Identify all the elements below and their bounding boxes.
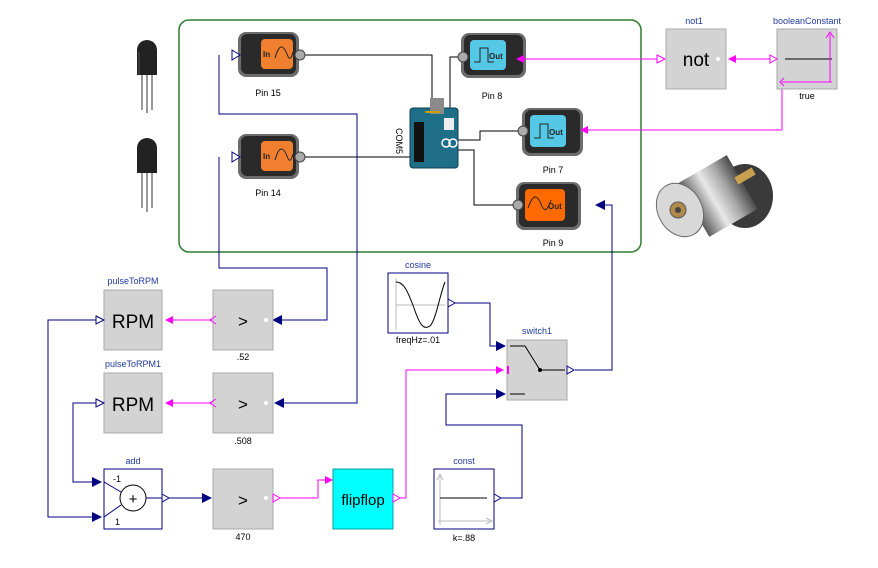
cosine-frequency: freqHz=.01 <box>396 335 440 345</box>
greater-block-1[interactable]: > <box>209 289 274 351</box>
greater-block-2[interactable]: > <box>209 372 274 434</box>
pin-15-block[interactable]: In <box>231 32 306 77</box>
boolean-constant-title: booleanConstant <box>773 16 842 26</box>
pin-9-label: Pin 9 <box>543 238 564 248</box>
const-block[interactable] <box>433 468 503 530</box>
switch1-title: switch1 <box>522 326 552 336</box>
pin-9-block[interactable]: Out <box>512 182 581 230</box>
pulse-to-rpm1-block[interactable]: RPM <box>95 372 163 434</box>
arduino-frame <box>178 19 642 253</box>
real-wires <box>47 55 613 522</box>
greater-block-3-symbol: > <box>238 491 248 510</box>
flipflop-label: flipflop <box>341 492 384 509</box>
svg-text:Out: Out <box>549 128 563 137</box>
not-block[interactable]: not <box>656 28 727 90</box>
transistor-icon <box>137 138 157 212</box>
pin-14-label: Pin 14 <box>255 188 281 198</box>
cosine-title: cosine <box>405 260 431 270</box>
pulse-to-rpm1-title: pulseToRPM1 <box>105 359 161 369</box>
transistor-icon <box>137 40 157 113</box>
greater-block-2-threshold: .508 <box>234 436 252 446</box>
pin-8-label: Pin 8 <box>482 91 503 101</box>
svg-text:Out: Out <box>548 202 562 211</box>
switch1-block[interactable] <box>506 339 576 401</box>
arduino-board-icon[interactable]: COM5 <box>394 98 459 169</box>
boolean-constant-block[interactable] <box>769 28 838 90</box>
boolean-constant-value: true <box>799 91 815 101</box>
dc-motor-icon <box>655 155 773 238</box>
not-block-label: not <box>683 50 710 71</box>
add-gain-top: -1 <box>113 474 121 484</box>
pin-8-block[interactable]: Out <box>457 33 526 78</box>
add-block-title: add <box>125 456 140 466</box>
svg-text:Out: Out <box>489 52 503 61</box>
not-block-title: not1 <box>685 16 703 26</box>
arduino-port-label: COM5 <box>394 128 404 154</box>
greater-block-1-threshold: .52 <box>237 352 250 362</box>
pulse-to-rpm1-label: RPM <box>112 395 154 416</box>
pulse-to-rpm-block[interactable]: RPM <box>95 289 163 351</box>
cosine-block[interactable] <box>387 272 457 334</box>
flipflop-block[interactable]: flipflop <box>332 468 402 530</box>
greater-block-3[interactable]: > <box>212 468 282 530</box>
const-value: k=.88 <box>453 533 475 543</box>
greater-block-1-symbol: > <box>238 312 248 331</box>
pin-14-block[interactable]: In <box>231 134 306 179</box>
svg-text:In: In <box>263 152 270 161</box>
greater-block-2-symbol: > <box>238 395 248 414</box>
pulse-to-rpm-title: pulseToRPM <box>107 276 158 286</box>
add-block-symbol: + <box>129 491 138 508</box>
pin-15-label: Pin 15 <box>255 88 281 98</box>
const-title: const <box>453 456 475 466</box>
add-block[interactable]: + -1 1 <box>103 468 171 530</box>
pin-7-block[interactable]: Out <box>517 108 583 156</box>
greater-block-3-threshold: 470 <box>235 532 250 542</box>
pin-7-label: Pin 7 <box>543 165 564 175</box>
pulse-to-rpm-label: RPM <box>112 312 154 333</box>
add-gain-bottom: 1 <box>115 517 120 527</box>
svg-text:In: In <box>263 50 270 59</box>
